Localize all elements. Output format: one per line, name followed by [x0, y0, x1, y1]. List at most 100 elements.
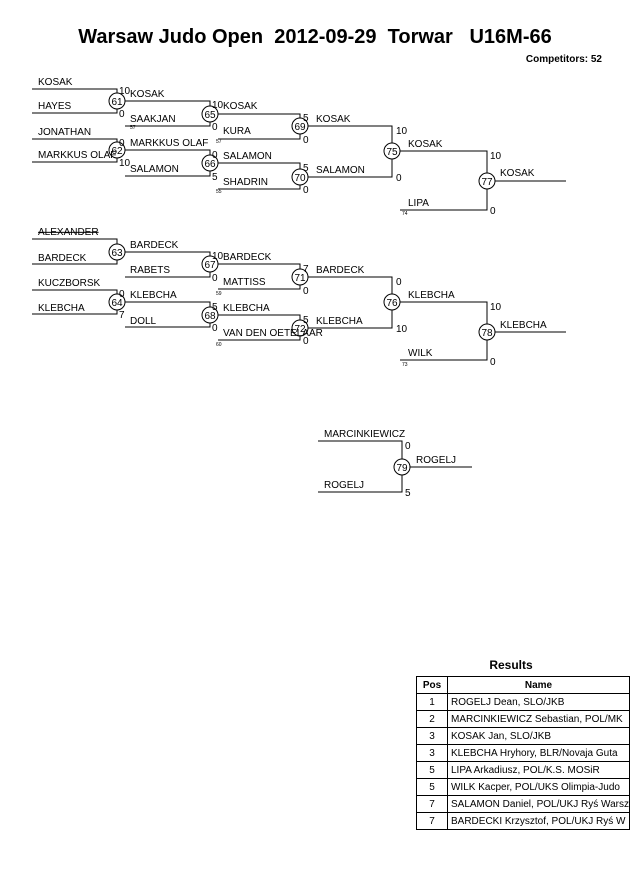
- name-cell: SALAMON Daniel, POL/UKJ Ryś Warsz: [446, 795, 630, 813]
- competitor-name: MARKKUS OLAF: [38, 150, 116, 161]
- match-number: 61: [111, 97, 123, 108]
- score: 0: [119, 109, 125, 120]
- competitor-name: SHADRIN: [223, 177, 268, 188]
- results-header-row: Pos Name: [416, 676, 630, 694]
- match-number: 63: [111, 248, 123, 259]
- name-cell: KOSAK Jan, SLO/JKB: [446, 727, 630, 745]
- name-cell: KLEBCHA Hryhory, BLR/Novaja Guta: [446, 744, 630, 762]
- score: 5: [212, 172, 218, 183]
- match-circles: [108, 92, 496, 476]
- competitor-name: MARKKUS OLAF: [130, 138, 208, 149]
- seed-number: 57: [130, 125, 136, 131]
- score: 0: [303, 135, 309, 146]
- score: 0: [405, 441, 411, 452]
- score: 7: [119, 310, 125, 321]
- match-number: 78: [481, 328, 493, 339]
- pos-header: Pos: [416, 676, 448, 694]
- score: 10: [212, 251, 224, 262]
- competitor-name: KOSAK: [38, 77, 73, 88]
- score: 5: [303, 163, 309, 174]
- score: 0: [490, 206, 496, 217]
- competitor-name: BARDECK: [130, 240, 179, 251]
- score: 0: [490, 357, 496, 368]
- competitor-name: MARCINKIEWICZ: [324, 429, 405, 440]
- pos-cell: 1: [416, 693, 448, 711]
- seed-number: 57: [216, 139, 222, 145]
- competitor-name: VAN DEN OETELAAR: [223, 328, 323, 339]
- score: 10: [119, 158, 131, 169]
- score: 10: [490, 302, 502, 313]
- match-number: 68: [204, 311, 216, 322]
- competitor-name: KUCZBORSK: [38, 278, 101, 289]
- results-title: Results: [489, 658, 533, 672]
- match-number: 70: [294, 173, 306, 184]
- pos-cell: 7: [416, 795, 448, 813]
- competitor-name: WILK: [408, 348, 433, 359]
- competitor-name: ROGELJ: [324, 480, 364, 491]
- pos-cell: 5: [416, 761, 448, 779]
- score: 10: [396, 126, 408, 137]
- score: 0: [303, 286, 309, 297]
- match-number: 62: [111, 146, 123, 157]
- competitor-name: ALEXANDER: [38, 227, 99, 238]
- score: 0: [212, 122, 218, 133]
- competitor-name: SALAMON: [316, 165, 365, 176]
- score: 0: [303, 185, 309, 196]
- pos-cell: 5: [416, 778, 448, 796]
- competitor-name: BARDECK: [38, 253, 87, 264]
- score: 10: [396, 324, 408, 335]
- score: 5: [405, 488, 411, 499]
- match-number: 79: [396, 463, 408, 474]
- pos-cell: 3: [416, 744, 448, 762]
- name-cell: WILK Kacper, POL/UKS Olimpia-Judo: [446, 778, 630, 796]
- name-cell: BARDECKI Krzysztof, POL/UKJ Ryś W: [446, 812, 630, 830]
- match-number: 75: [386, 147, 398, 158]
- competitor-name: RABETS: [130, 265, 170, 276]
- competitor-name: KURA: [223, 126, 251, 137]
- bracket-text: 61 62 65 66 69 70 75 77 63 64 67 68 71 7…: [38, 77, 547, 499]
- score: 10: [490, 151, 502, 162]
- competitor-name: DOLL: [130, 316, 157, 327]
- name-cell: MARCINKIEWICZ Sebastian, POL/MK: [446, 710, 630, 728]
- competitor-name: KOSAK: [130, 89, 165, 100]
- pos-cell: 3: [416, 727, 448, 745]
- score: 0: [212, 150, 218, 161]
- name-cell: LIPA Arkadiusz, POL/K.S. MOSiR: [446, 761, 630, 779]
- competitor-name: BARDECK: [316, 265, 365, 276]
- score: 5: [303, 113, 309, 124]
- final-winner: ROGELJ: [416, 455, 456, 466]
- competitor-name: JONATHAN: [38, 127, 91, 138]
- score: 7: [303, 264, 309, 275]
- pool-winner: KOSAK: [500, 168, 535, 179]
- score: 10: [119, 86, 131, 97]
- competitor-name: KOSAK: [223, 101, 258, 112]
- seed-number: 55: [216, 189, 222, 195]
- seed-number: 60: [216, 342, 222, 348]
- competitor-name: HAYES: [38, 101, 71, 112]
- score: 0: [119, 138, 125, 149]
- competitor-name: KLEBCHA: [38, 303, 85, 314]
- match-number: 77: [481, 177, 493, 188]
- match-number: 69: [294, 122, 306, 133]
- score: 5: [212, 302, 218, 313]
- competitor-name: SALAMON: [223, 151, 272, 162]
- seed-number: 73: [402, 362, 408, 368]
- score: 5: [303, 315, 309, 326]
- match-number: 72: [294, 324, 306, 335]
- competitor-name: SALAMON: [130, 164, 179, 175]
- score: 0: [119, 289, 125, 300]
- competitor-name: KLEBCHA: [223, 303, 270, 314]
- competitor-name: KOSAK: [408, 139, 443, 150]
- match-number: 67: [204, 260, 216, 271]
- score: 0: [396, 277, 402, 288]
